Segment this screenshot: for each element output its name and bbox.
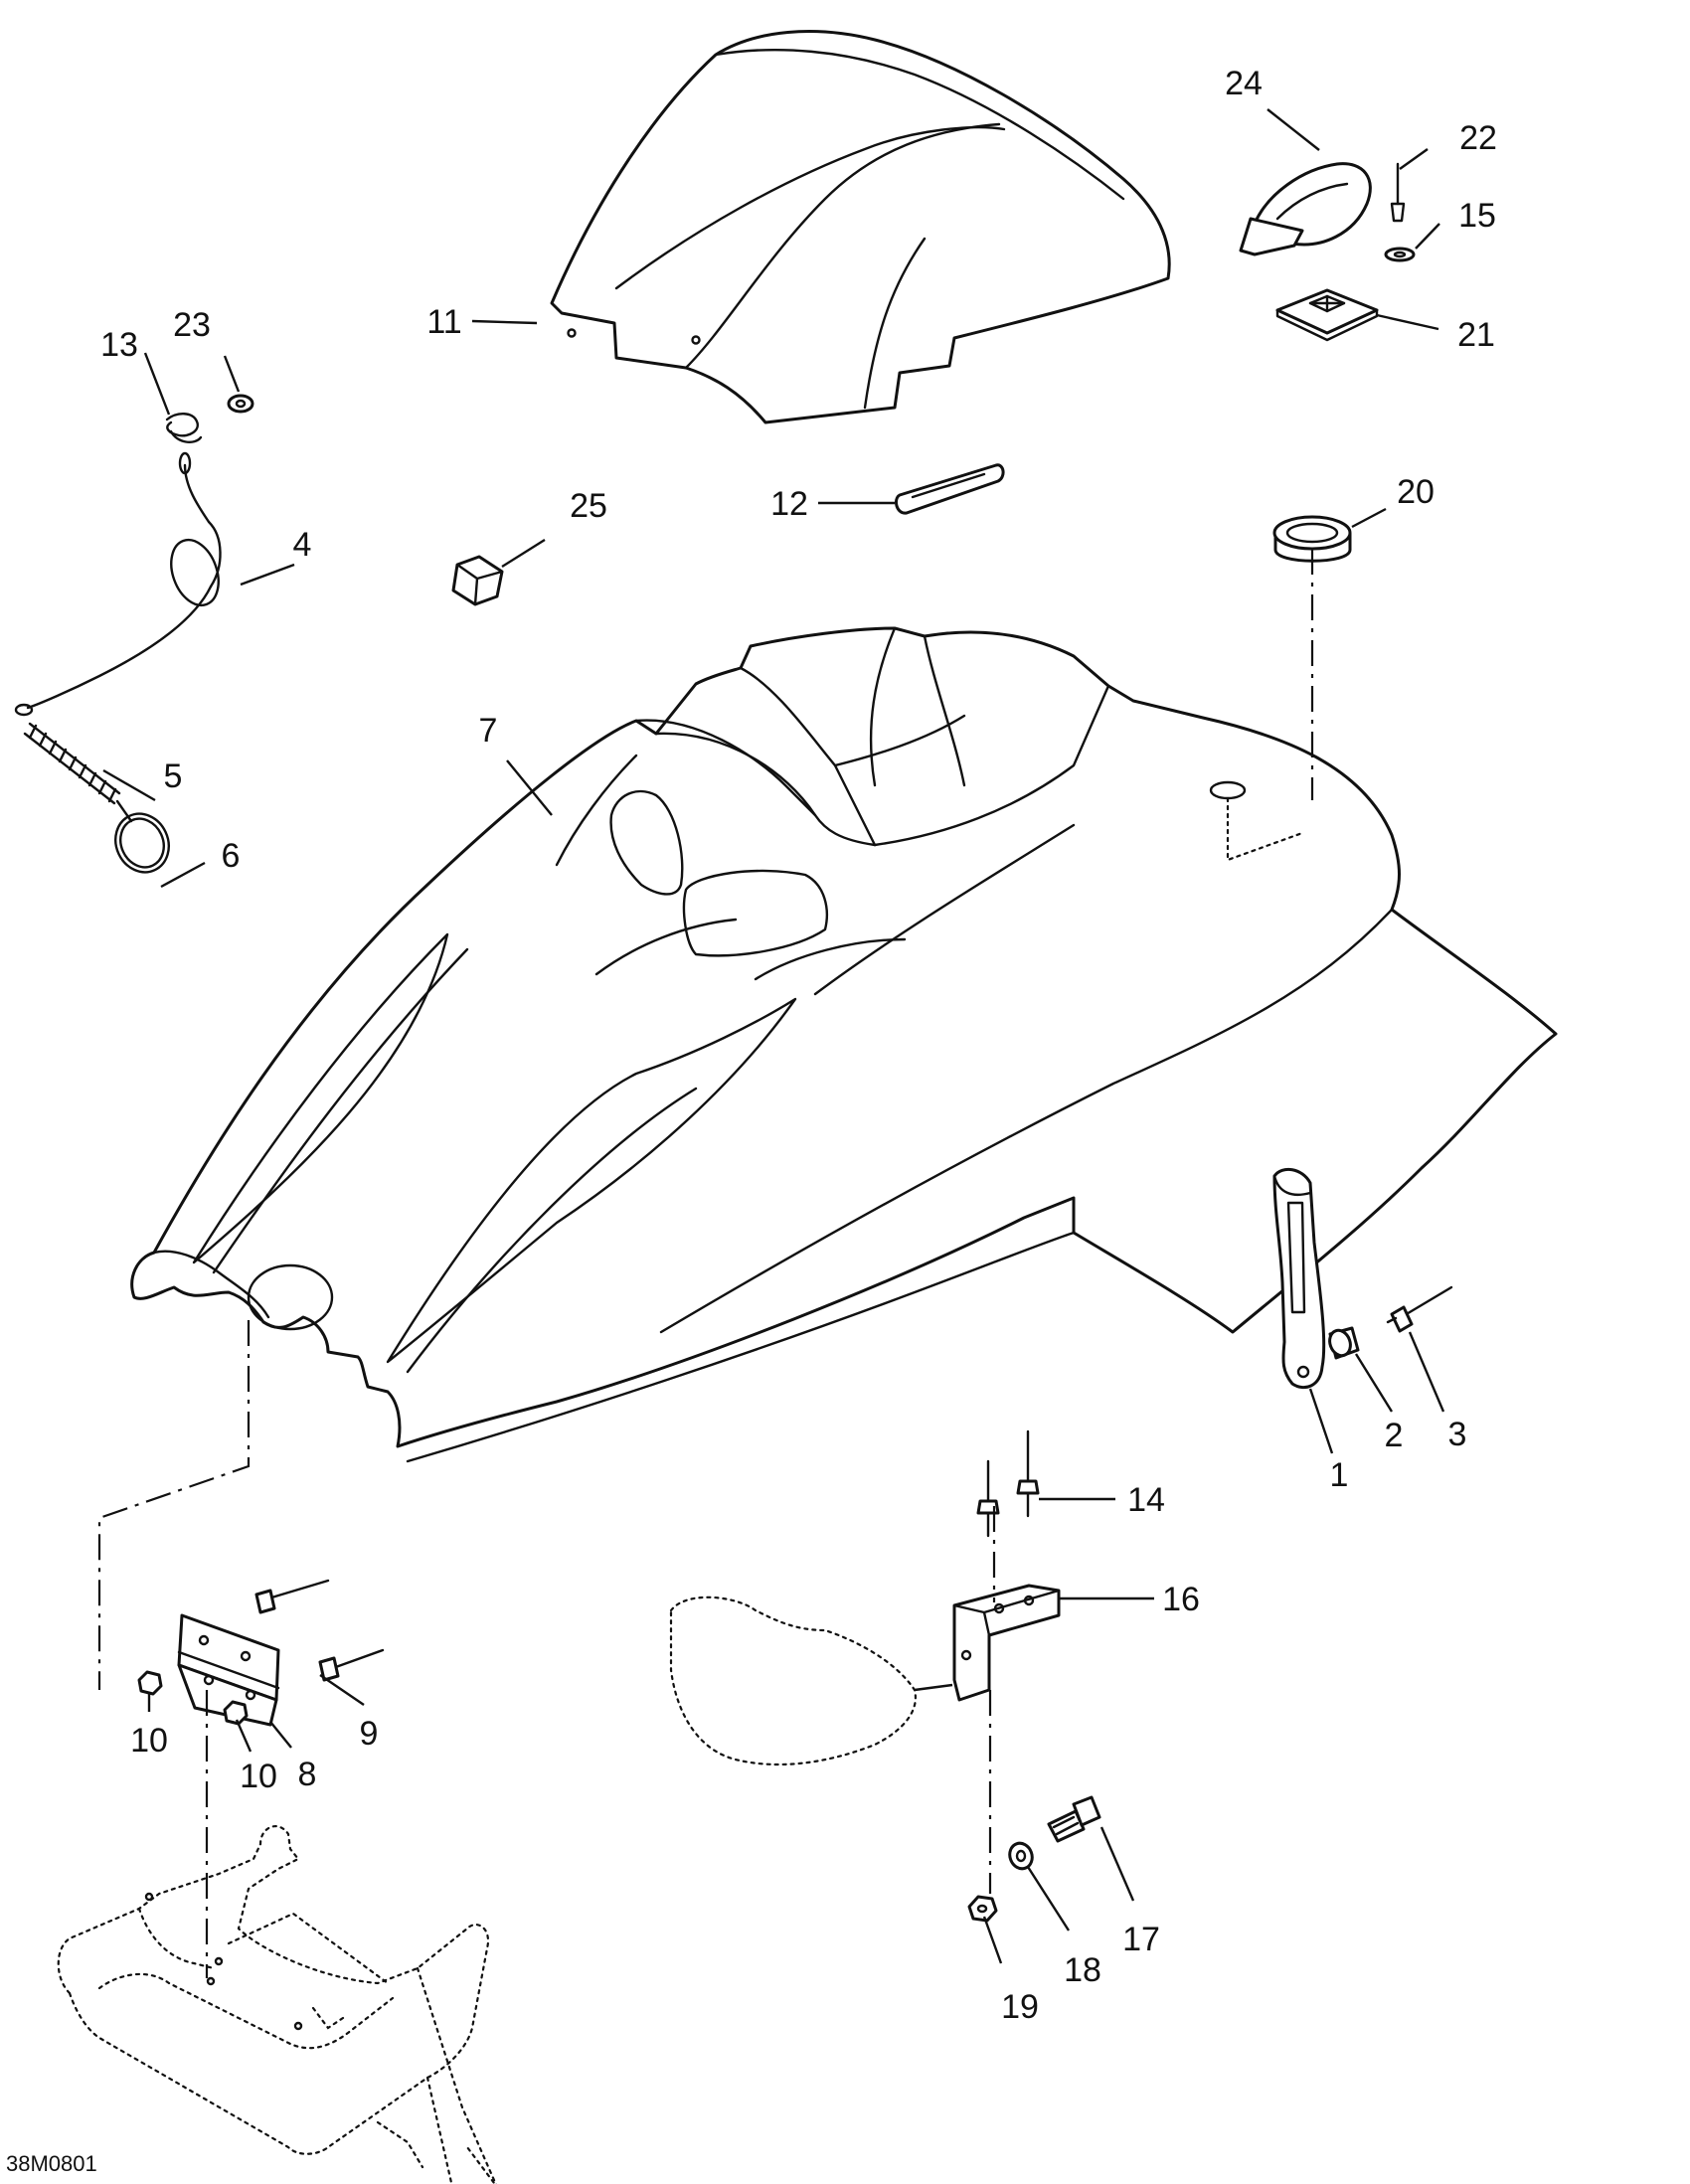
hinge-8: [177, 1613, 280, 1727]
reference-outline-center: [669, 1596, 918, 1766]
rivets-9: [254, 1579, 385, 1682]
callout-19: 19: [1001, 1988, 1039, 2026]
windshield: [550, 30, 1171, 424]
callout-14: 14: [1127, 1481, 1165, 1519]
callout-18: 18: [1064, 1951, 1101, 1989]
nut-10b: [223, 1700, 249, 1726]
washer-13: [165, 413, 203, 443]
callout-22: 22: [1459, 119, 1497, 157]
callout-8: 8: [298, 1756, 317, 1793]
callout-2: 2: [1385, 1417, 1404, 1454]
washer-15: [1384, 247, 1416, 262]
callout-16: 16: [1162, 1581, 1200, 1618]
nut-23: [227, 394, 254, 414]
leader-lines: [102, 108, 1445, 1964]
callout-15: 15: [1458, 197, 1496, 235]
washer-18: [1008, 1841, 1034, 1871]
callout-10a: 10: [130, 1722, 168, 1760]
callout-7: 7: [479, 712, 498, 750]
bolt-17: [1047, 1795, 1101, 1843]
nut-10a: [137, 1670, 163, 1696]
tether-cord: [14, 451, 222, 717]
tie-mount-21: [1275, 288, 1379, 342]
callout-12: 12: [770, 485, 808, 523]
callout-21: 21: [1457, 316, 1495, 354]
callout-11: 11: [426, 303, 461, 341]
callout-23: 23: [173, 306, 211, 344]
callout-9: 9: [360, 1715, 379, 1753]
bracket-16: [952, 1584, 1061, 1702]
rivet-22: [1390, 162, 1406, 223]
callout-17: 17: [1122, 1921, 1160, 1958]
callout-1: 1: [1330, 1456, 1349, 1494]
callout-labels: 1 2 3 4 5 6 7 8 9 10 10 11 12 13 14 15 1…: [100, 65, 1497, 2026]
grommet-20: [1272, 515, 1352, 563]
drawing-code: 38M0801: [6, 2151, 97, 2176]
strap-12: [895, 463, 1005, 515]
handle-1: [1272, 1167, 1326, 1390]
callout-6: 6: [222, 837, 241, 875]
hood: [130, 626, 1558, 1463]
callout-20: 20: [1397, 473, 1435, 511]
callout-4: 4: [293, 526, 312, 564]
rivet-3: [1386, 1285, 1453, 1333]
nut-19: [967, 1895, 998, 1923]
spacer-2: [1328, 1326, 1360, 1360]
callout-5: 5: [164, 757, 183, 795]
clip-25: [451, 555, 504, 606]
callout-24: 24: [1225, 65, 1263, 102]
cable-tie: [1239, 162, 1372, 256]
alignment-line-hood-hinge: [97, 1320, 251, 1690]
callout-3: 3: [1448, 1416, 1467, 1453]
key-ring: [114, 812, 170, 874]
callout-25: 25: [570, 487, 607, 525]
rivets-14: [976, 1429, 1040, 1538]
reference-outline-bumper: [57, 1825, 497, 2184]
callout-13: 13: [100, 326, 138, 364]
bracket-ref-leader: [914, 1683, 953, 1692]
coil-spring: [23, 722, 133, 823]
callout-10b: 10: [240, 1758, 277, 1795]
